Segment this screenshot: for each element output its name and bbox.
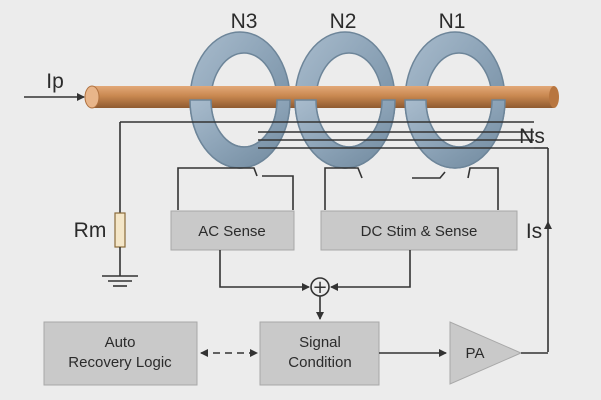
primary-conductor <box>84 85 559 109</box>
ac-sense-taps <box>177 167 294 210</box>
ac-sense-label: AC Sense <box>198 223 266 240</box>
ip-label: Ip <box>46 70 64 93</box>
coil-label-n2: N2 <box>330 10 357 33</box>
is-label: Is <box>526 220 542 243</box>
auto-recovery-logic-block <box>43 321 198 386</box>
coil-label-n1: N1 <box>439 10 466 33</box>
rm-resistor <box>114 122 126 276</box>
signal-condition-block <box>259 321 380 386</box>
dc-stim-sense-block <box>320 210 518 251</box>
rm-label: Rm <box>74 219 107 242</box>
summing-junction: + <box>219 250 411 320</box>
pa-label: PA <box>466 345 485 362</box>
auto-recovery-line1: Auto <box>105 334 136 351</box>
ground-icon <box>102 275 138 287</box>
summing-symbol: + <box>312 277 327 298</box>
signal-condition-line2: Condition <box>288 354 351 371</box>
coil-label-n3: N3 <box>231 10 258 33</box>
ns-label: Ns <box>519 125 545 148</box>
signal-condition-line1: Signal <box>299 334 341 351</box>
auto-recovery-line2: Recovery Logic <box>68 354 172 371</box>
secondary-winding <box>120 121 548 149</box>
ac-sense-block <box>170 210 295 251</box>
dc-stim-taps <box>324 167 499 210</box>
pa-amplifier <box>449 321 523 385</box>
dc-stim-sense-label: DC Stim & Sense <box>361 223 478 240</box>
